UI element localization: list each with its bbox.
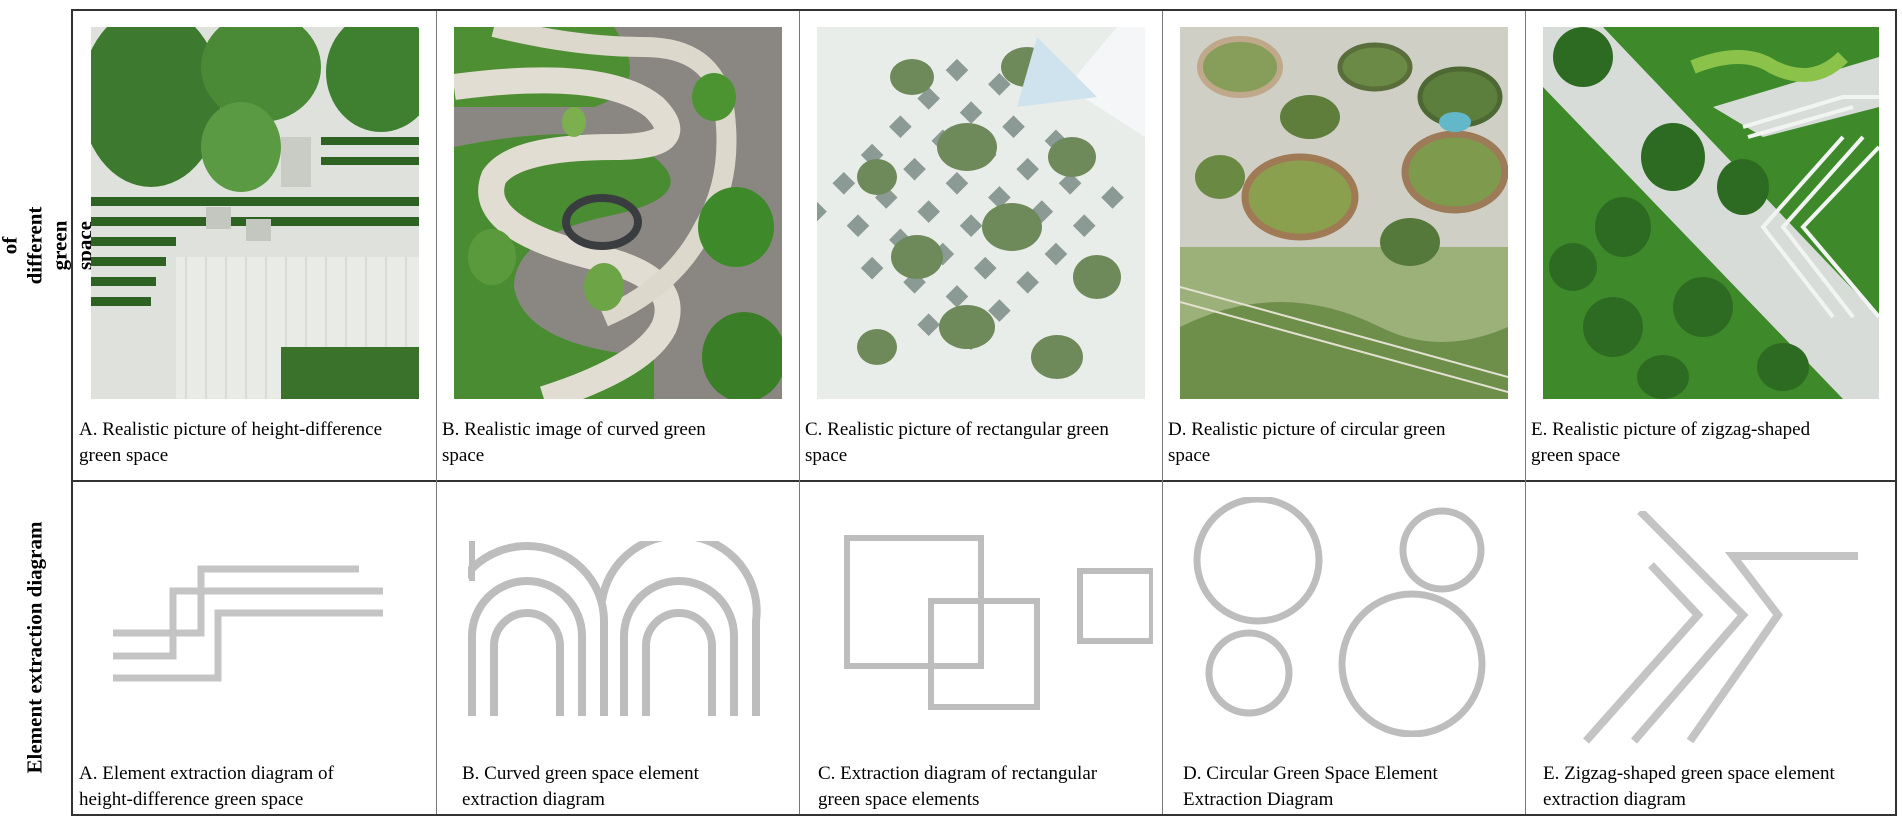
circle-small-bottom-left (1205, 629, 1293, 717)
circle-large-top-left (1193, 497, 1323, 625)
chevron-right (1686, 552, 1858, 744)
row-divider (73, 480, 1895, 482)
photo-circular-green-space (1180, 27, 1508, 399)
diagram-curved-arches (468, 541, 778, 716)
photo-zigzag-green-space (1543, 27, 1879, 399)
column-divider (436, 11, 437, 814)
caption-photo-d: D. Realistic picture of circular green s… (1168, 419, 1446, 466)
column-divider (1525, 11, 1526, 814)
arch-left-inner (468, 577, 586, 716)
caption-diagram-c: C. Extraction diagram of rectangular gre… (818, 763, 1098, 810)
caption-diagram-b: B. Curved green space element extraction… (462, 763, 699, 810)
diagram-rectangles (833, 519, 1153, 719)
arch-left-middle (468, 542, 608, 716)
column-divider (799, 11, 800, 814)
caption-diagram-a: A. Element extraction diagram of height-… (79, 763, 334, 810)
diagram-zigzag-chevrons (1578, 511, 1888, 751)
square-small (1077, 568, 1153, 644)
arch-right-core (642, 609, 716, 716)
row-label-realistic-images: Realistic images of different green spac… (0, 10, 122, 480)
step-line-3 (113, 609, 383, 682)
step-line-1 (113, 587, 383, 660)
chevron-middle (1630, 511, 1749, 744)
row-label-extraction-diagram-text: Element extraction diagram (22, 521, 47, 774)
diagram-height-difference-steps (113, 541, 383, 691)
circle-small-top-right (1399, 507, 1485, 593)
figure-grid: A. Realistic picture of height-differenc… (71, 9, 1897, 816)
photo-curved-green-space (454, 27, 782, 399)
diagram-circles (1188, 497, 1488, 737)
arch-left-core (490, 609, 564, 716)
arch-right-outer (598, 541, 761, 716)
photo-height-difference-green-space (91, 27, 419, 399)
photo-rectangular-green-space (817, 27, 1145, 399)
caption-diagram-e: E. Zigzag-shaped green space element ext… (1543, 763, 1835, 810)
arch-right-inner (620, 577, 738, 716)
column-divider (1162, 11, 1163, 814)
caption-diagram-d: D. Circular Green Space Element Extracti… (1183, 763, 1438, 810)
circle-large-bottom-right (1338, 590, 1486, 737)
square-overlap (928, 598, 1040, 710)
step-line-2 (113, 565, 359, 637)
caption-photo-a: A. Realistic picture of height-differenc… (79, 419, 382, 466)
row-label-extraction-diagram: Element extraction diagram (0, 480, 70, 815)
caption-photo-e: E. Realistic picture of zigzag-shaped gr… (1531, 419, 1811, 466)
caption-photo-b: B. Realistic image of curved green space (442, 419, 706, 466)
caption-photo-c: C. Realistic picture of rectangular gree… (805, 419, 1109, 466)
chevron-left (1583, 562, 1704, 744)
